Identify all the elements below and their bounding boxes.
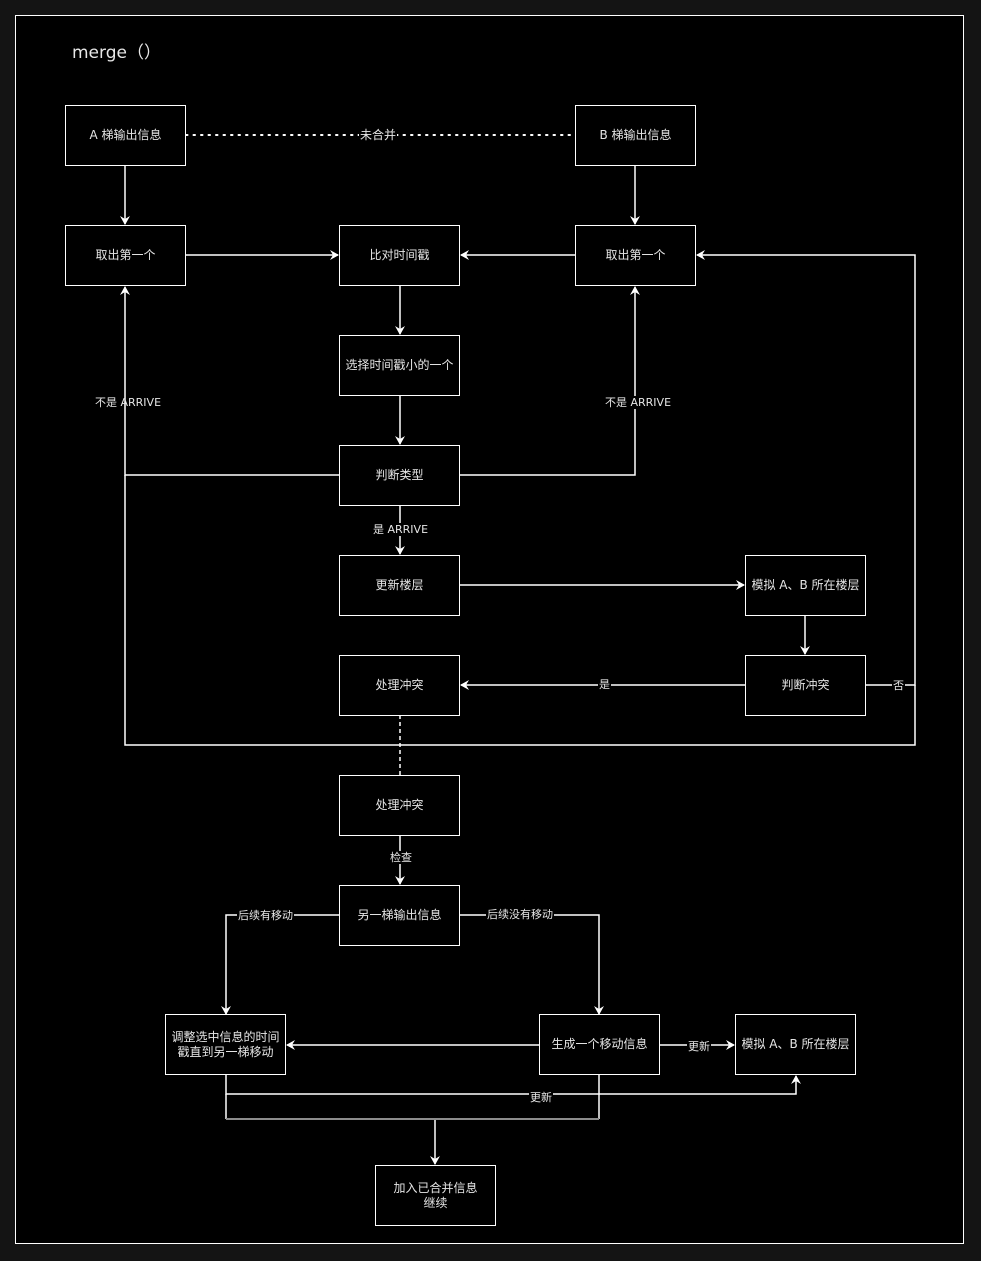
label-is-arrive: 是 ARRIVE	[372, 523, 430, 536]
label-has-subsequent-move: 后续有移动	[237, 909, 294, 922]
label-update-1: 更新	[687, 1040, 711, 1053]
label-not-arrive-right: 不是 ARRIVE	[604, 396, 673, 409]
node-simulate-floors-2[interactable]: 模拟 A、B 所在楼层	[735, 1014, 856, 1075]
edge-judge-type-to-b-take-first	[460, 286, 640, 476]
node-handle-conflict-2[interactable]: 处理冲突	[339, 775, 460, 836]
node-generate-move[interactable]: 生成一个移动信息	[539, 1014, 660, 1075]
edge-adjust-to-simulate	[225, 1075, 801, 1095]
node-judge-type[interactable]: 判断类型	[339, 445, 460, 506]
label-not-merged: 未合并	[359, 128, 398, 142]
label-yes: 是	[598, 678, 611, 691]
node-select-smaller[interactable]: 选择时间戳小的一个	[339, 335, 460, 396]
label-update-2: 更新	[529, 1091, 553, 1104]
edge-judge-conflict-no-loop-b	[696, 250, 916, 686]
label-not-arrive-left: 不是 ARRIVE	[95, 396, 162, 409]
edge-has-subsequent-move	[221, 914, 339, 1015]
node-a-take-first[interactable]: 取出第一个	[65, 225, 186, 286]
edge-no-subsequent-move	[460, 914, 604, 1015]
diagram-title: merge（）	[72, 43, 161, 63]
edge-loop-bottom	[124, 475, 916, 746]
node-handle-conflict-1[interactable]: 处理冲突	[339, 655, 460, 716]
node-adjust-timestamp[interactable]: 调整选中信息的时间 戳直到另一梯移动	[165, 1014, 286, 1075]
node-add-merged[interactable]: 加入已合并信息 继续	[375, 1165, 496, 1226]
node-a-output[interactable]: A 梯输出信息	[65, 105, 186, 166]
label-no: 否	[892, 679, 905, 692]
label-check: 检查	[389, 851, 413, 864]
node-b-take-first[interactable]: 取出第一个	[575, 225, 696, 286]
node-compare-timestamp[interactable]: 比对时间戳	[339, 225, 460, 286]
node-judge-conflict[interactable]: 判断冲突	[745, 655, 866, 716]
node-other-elevator-output[interactable]: 另一梯输出信息	[339, 885, 460, 946]
node-simulate-floors-1[interactable]: 模拟 A、B 所在楼层	[745, 555, 866, 616]
label-no-subsequent-move: 后续没有移动	[486, 908, 554, 921]
node-b-output[interactable]: B 梯输出信息	[575, 105, 696, 166]
node-update-floor[interactable]: 更新楼层	[339, 555, 460, 616]
edge-judge-type-to-a-take-first	[120, 286, 339, 476]
